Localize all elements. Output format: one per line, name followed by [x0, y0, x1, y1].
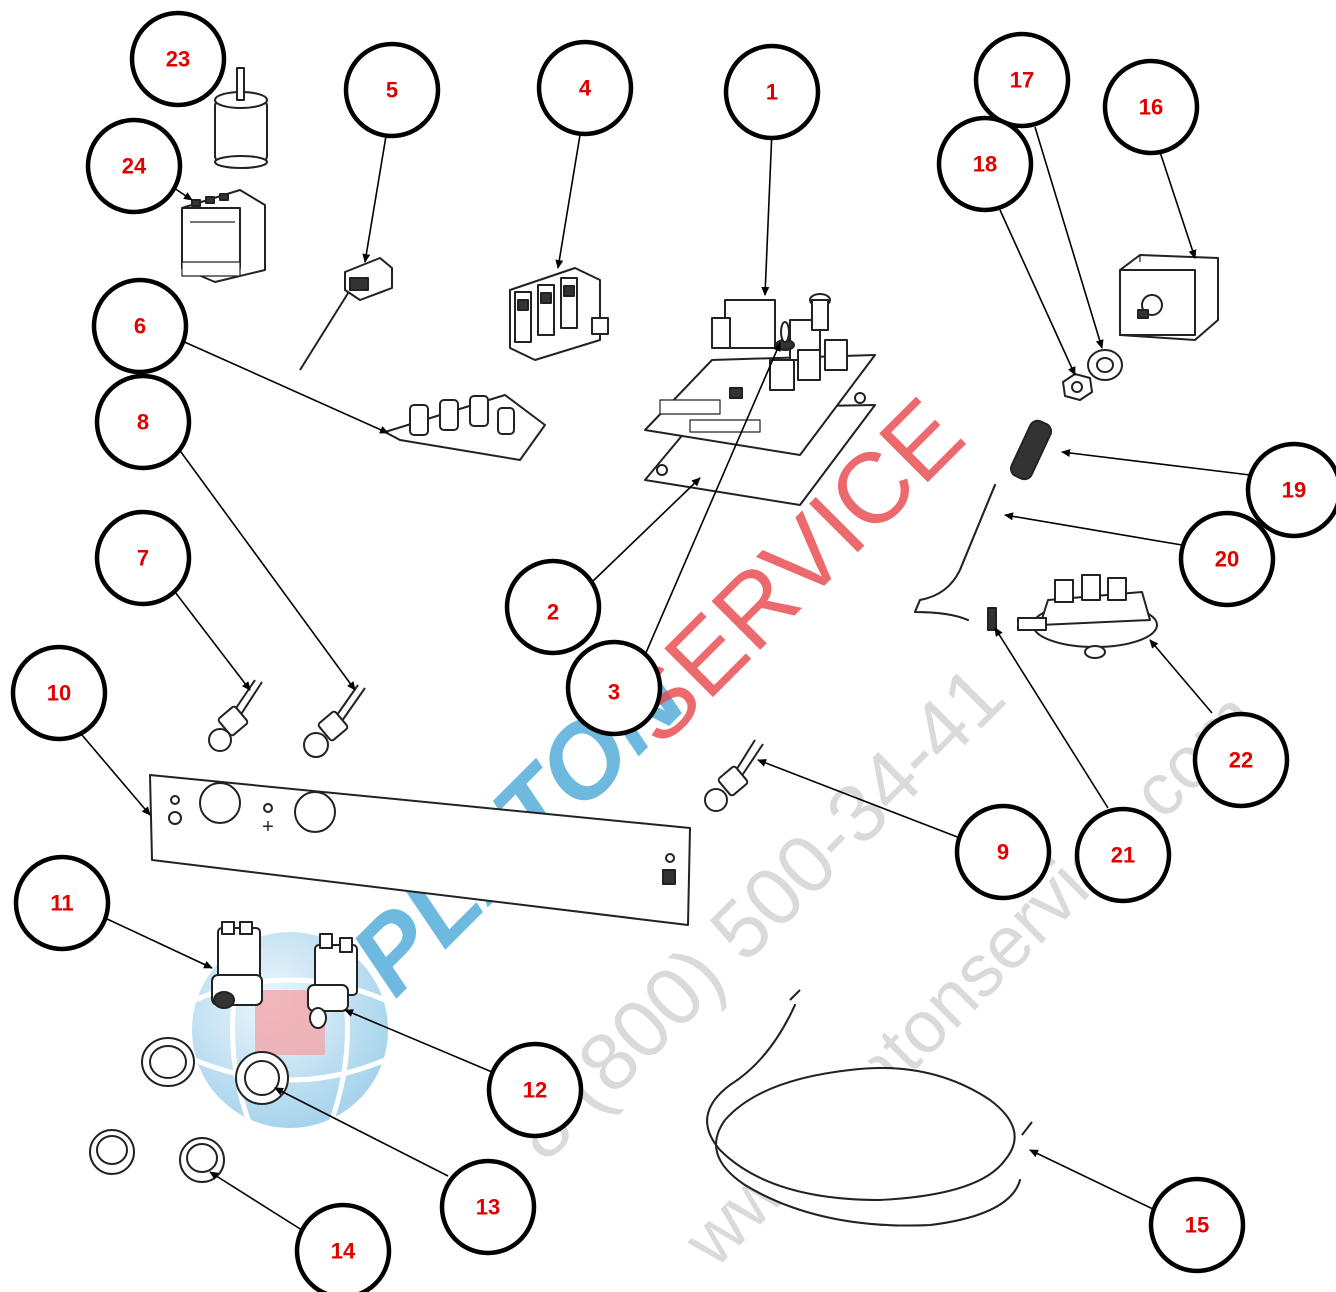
callout-18-label: 18: [973, 152, 997, 177]
callout-8: 8: [94, 373, 192, 471]
callout-18: 18: [936, 115, 1034, 213]
callout-15-label: 15: [1185, 1213, 1209, 1238]
callout-19: 19: [1245, 441, 1336, 539]
leader-11: [104, 917, 213, 969]
part-16-switch-box: [1119, 254, 1219, 341]
leader-6: [179, 339, 389, 434]
callout-6-label: 6: [134, 314, 146, 339]
part-24-relay: [181, 189, 266, 283]
callout-22-label: 22: [1229, 748, 1253, 773]
part-11-rocker-switch: [211, 921, 263, 1009]
callout-4: 4: [536, 39, 634, 137]
part-8-indicator-lamp: [303, 684, 366, 758]
part-9-indicator-lamp: [704, 739, 764, 812]
part-21-fitting: [987, 607, 997, 631]
part-1-control-board: [644, 293, 876, 456]
leader-8: [177, 447, 356, 691]
callout-10: 10: [10, 644, 108, 742]
callout-15: 15: [1148, 1176, 1246, 1274]
part-20-tube: [914, 484, 996, 621]
callout-17: 17: [973, 31, 1071, 129]
callout-20-label: 20: [1215, 547, 1239, 572]
callout-5: 5: [343, 41, 441, 139]
part-15-heating-element: [706, 989, 1033, 1227]
callout-6: 6: [91, 277, 189, 375]
callout-12: 12: [486, 1041, 584, 1139]
callout-7-label: 7: [137, 546, 149, 571]
callout-11: 11: [13, 854, 111, 952]
callout-20: 20: [1178, 510, 1276, 608]
callout-1: 1: [723, 43, 821, 141]
callout-5-label: 5: [386, 78, 398, 103]
callout-10-label: 10: [47, 681, 71, 706]
callout-8-label: 8: [137, 410, 149, 435]
leader-2: [591, 477, 701, 583]
callout-9-label: 9: [997, 840, 1009, 865]
callout-2: 2: [504, 558, 602, 656]
callout-4-label: 4: [579, 76, 592, 101]
leader-16: [1159, 151, 1197, 259]
leader-10: [81, 734, 151, 816]
part-23-motor: [214, 67, 268, 169]
part-19-spring: [1009, 419, 1053, 481]
callout-22: 22: [1192, 711, 1290, 809]
leader-22: [1149, 639, 1213, 714]
leader-15: [1029, 1149, 1156, 1211]
part-13-bezel-ring: [141, 1037, 289, 1105]
callout-23-label: 23: [166, 47, 190, 72]
callout-14: 14: [294, 1202, 392, 1292]
leader-lines: [81, 126, 1251, 1233]
callout-19-label: 19: [1282, 478, 1306, 503]
leader-7: [174, 591, 251, 691]
leader-12: [344, 1009, 493, 1073]
callout-23: 23: [129, 10, 227, 108]
leader-3: [644, 342, 781, 656]
callout-24-label: 24: [122, 154, 147, 179]
callout-13-label: 13: [476, 1195, 500, 1220]
callout-7: 7: [94, 509, 192, 607]
callout-21: 21: [1074, 806, 1172, 904]
leader-21: [994, 627, 1109, 809]
callout-21-label: 21: [1111, 843, 1135, 868]
leader-5: [362, 135, 387, 263]
callout-16: 16: [1102, 58, 1200, 156]
leader-13: [274, 1087, 449, 1177]
callout-13: 13: [439, 1158, 537, 1256]
part-17-washer: [1087, 349, 1123, 381]
callouts: 1 2 3 4 5 6 7 8 9 10 11 12 13 14 15 16 1…: [10, 10, 1336, 1292]
part-3-screw: [775, 321, 795, 351]
leader-19: [1061, 449, 1251, 476]
part-18-nut: [1062, 373, 1093, 401]
callout-24: 24: [85, 117, 183, 215]
leader-17: [1034, 126, 1104, 349]
callout-17-label: 17: [1010, 68, 1034, 93]
part-5-probe: [299, 257, 393, 371]
part-14-cap: [89, 1129, 225, 1183]
callout-2-label: 2: [547, 600, 559, 625]
leader-18: [999, 209, 1076, 376]
leader-4: [555, 134, 581, 269]
callout-14-label: 14: [331, 1239, 356, 1264]
callout-3-label: 3: [608, 680, 620, 705]
callout-12-label: 12: [523, 1078, 547, 1103]
part-6-fuse-holder: [384, 394, 546, 461]
leader-9: [757, 759, 961, 839]
part-22-pressure-switch: [1017, 574, 1158, 659]
part-10-front-panel: +: [149, 774, 691, 926]
part-7-indicator-lamp: [208, 679, 263, 752]
part-12-rocker-switch: [307, 933, 358, 1029]
callout-16-label: 16: [1139, 95, 1163, 120]
callout-9: 9: [954, 803, 1052, 901]
leader-20: [1004, 512, 1183, 546]
callout-11-label: 11: [50, 891, 73, 916]
callout-1-label: 1: [766, 80, 778, 105]
leader-14: [209, 1171, 306, 1233]
callout-3: 3: [565, 639, 663, 737]
leader-1: [761, 129, 773, 296]
part-4-terminal-block: [509, 267, 609, 361]
svg-text:+: +: [262, 816, 274, 838]
